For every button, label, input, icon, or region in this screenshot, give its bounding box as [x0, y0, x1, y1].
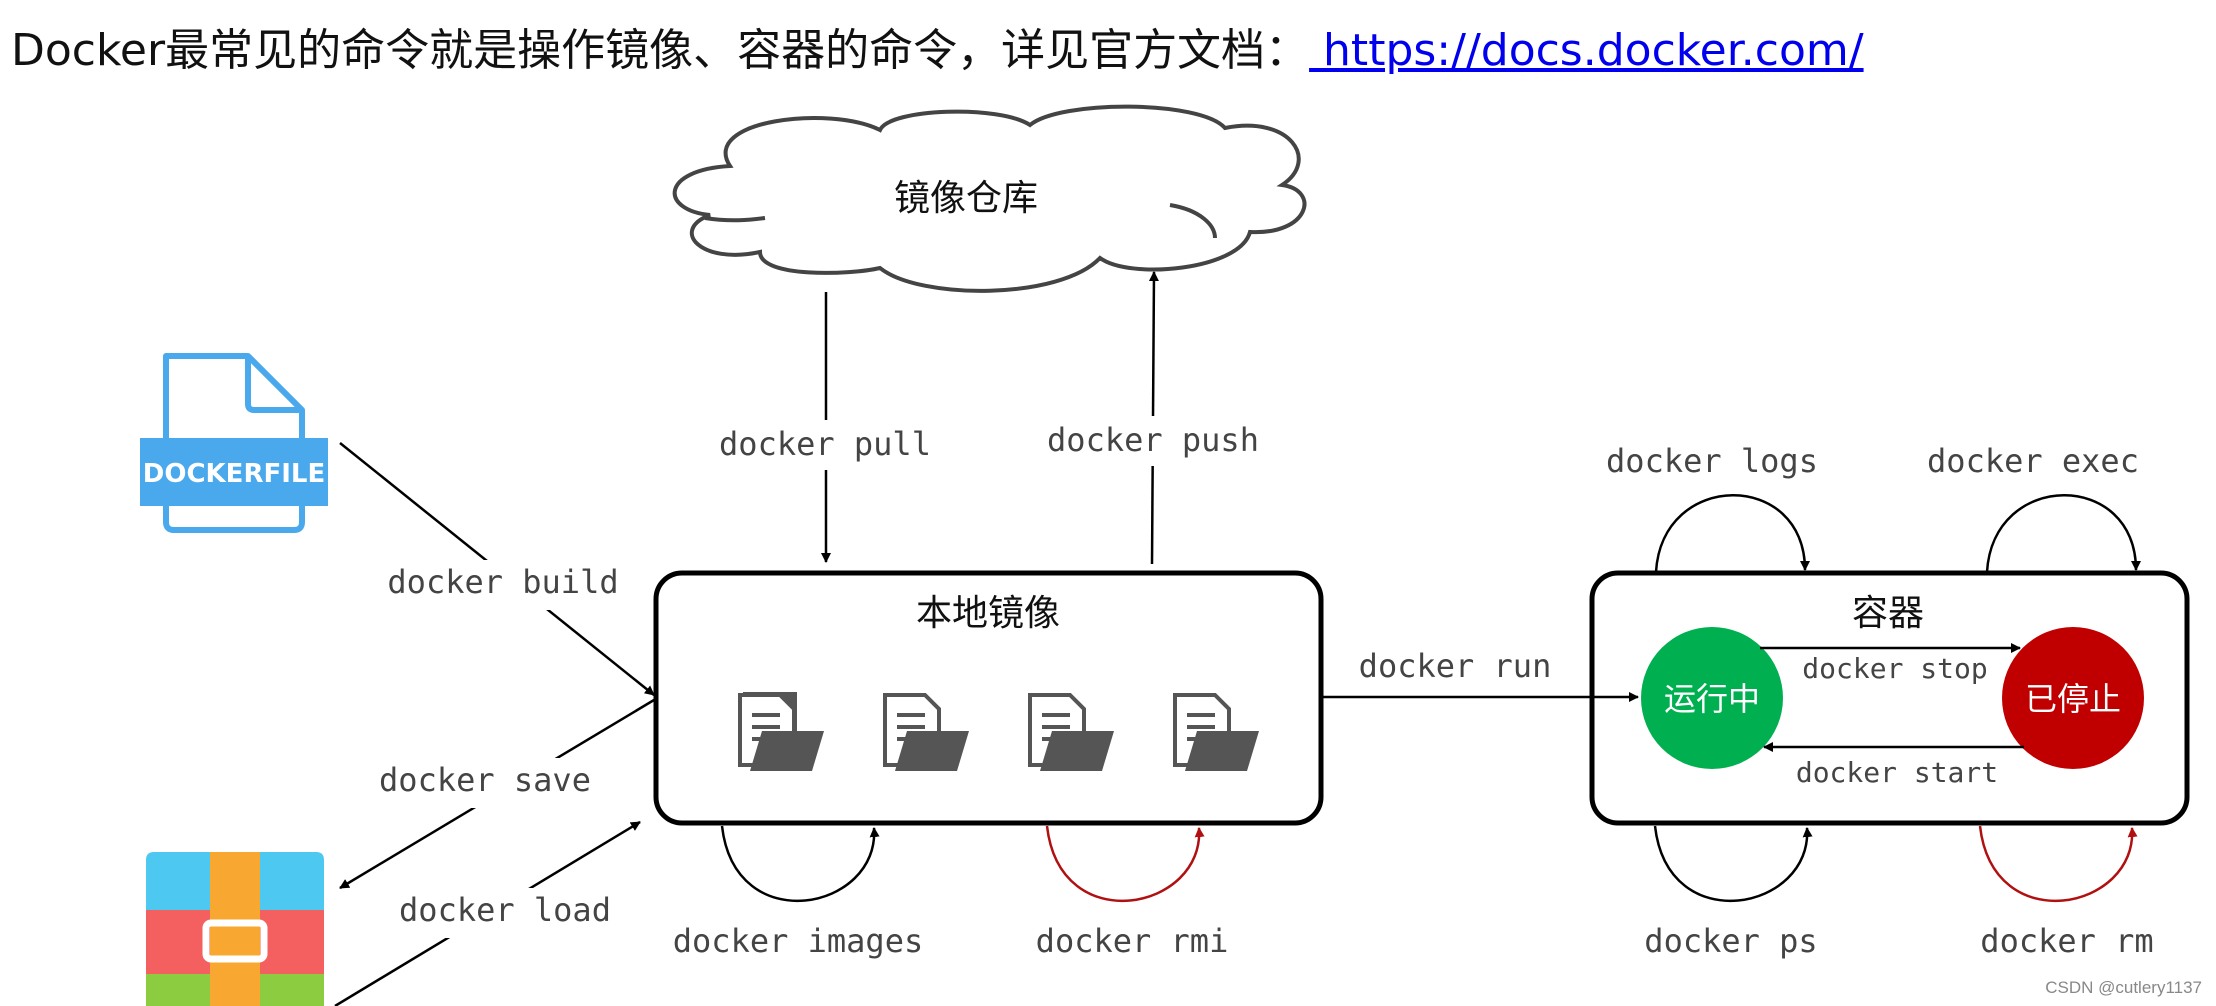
logs-label: docker logs [1606, 442, 1818, 480]
stop-label: docker stop [1802, 652, 1987, 685]
docs-link[interactable]: https://docs.docker.com/ [1309, 25, 1864, 76]
stopped-label: 已停止 [2025, 680, 2121, 718]
dockerfile-icon [140, 353, 328, 533]
running-label: 运行中 [1664, 680, 1760, 718]
page-heading: Docker最常见的命令就是操作镜像、容器的命令，详见官方文档： https:/… [11, 14, 1864, 78]
images-label: docker images [673, 922, 923, 960]
push-label: docker push [1047, 421, 1259, 459]
images-loop [720, 825, 880, 903]
image-file-icons [738, 692, 1259, 771]
ps-loop [1653, 825, 1813, 903]
save-label: docker save [379, 761, 591, 799]
exec-loop [1985, 494, 2141, 573]
local-images-label: 本地镜像 [916, 593, 1060, 634]
load-label: docker load [399, 891, 611, 929]
dockerfile-label: DOCKERFILE [143, 459, 325, 489]
document-folder-icon [1173, 693, 1259, 771]
build-label: docker build [387, 563, 618, 601]
container-label: 容器 [1852, 593, 1924, 634]
rm-loop [1978, 825, 2138, 903]
document-folder-icon [738, 692, 824, 771]
registry-label: 镜像仓库 [894, 178, 1038, 219]
start-label: docker start [1796, 756, 1998, 789]
watermark: CSDN @cutlery1137 [2045, 978, 2202, 997]
rmi-label: docker rmi [1036, 922, 1229, 960]
pull-label: docker pull [719, 425, 931, 463]
document-folder-icon [1028, 693, 1114, 771]
cloud-icon [672, 104, 1307, 293]
stopped-state [2002, 627, 2144, 769]
heading-text: Docker最常见的命令就是操作镜像、容器的命令，详见官方文档： [11, 25, 1310, 76]
run-label: docker run [1359, 647, 1552, 685]
rm-label: docker rm [1980, 922, 2153, 960]
logs-loop [1654, 494, 1810, 573]
local-images-box [653, 570, 1324, 826]
command-labels: docker pull docker push docker build doc… [373, 416, 2154, 960]
document-folder-icon [883, 693, 969, 771]
running-state [1641, 627, 1783, 769]
archive-icon [146, 852, 324, 1006]
exec-label: docker exec [1927, 442, 2139, 480]
rmi-loop [1045, 825, 1205, 903]
ps-label: docker ps [1644, 922, 1817, 960]
